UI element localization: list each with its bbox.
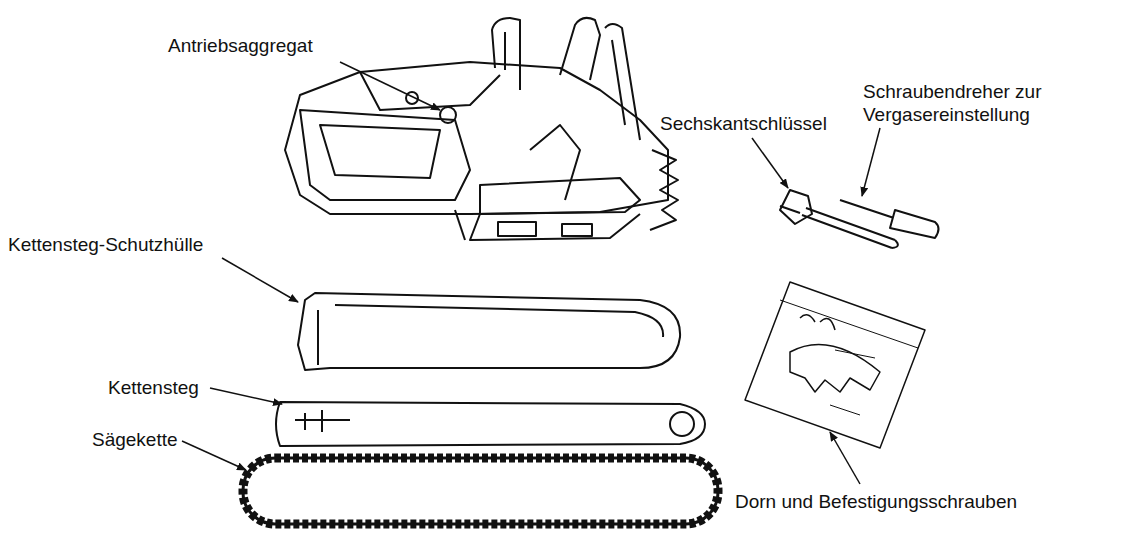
- part-label: Sechskantschlüssel: [660, 112, 827, 135]
- part-label: Schraubendreher zur Vergasereinstellung: [863, 80, 1118, 126]
- part-label: Antriebsaggregat: [168, 34, 313, 57]
- part-label: Kettensteg: [108, 376, 199, 399]
- part-label: Kettensteg-Schutzhülle: [8, 233, 203, 256]
- part-label: Dorn und Befestigungsschrauben: [735, 490, 1017, 513]
- part-label: Sägekette: [92, 428, 178, 451]
